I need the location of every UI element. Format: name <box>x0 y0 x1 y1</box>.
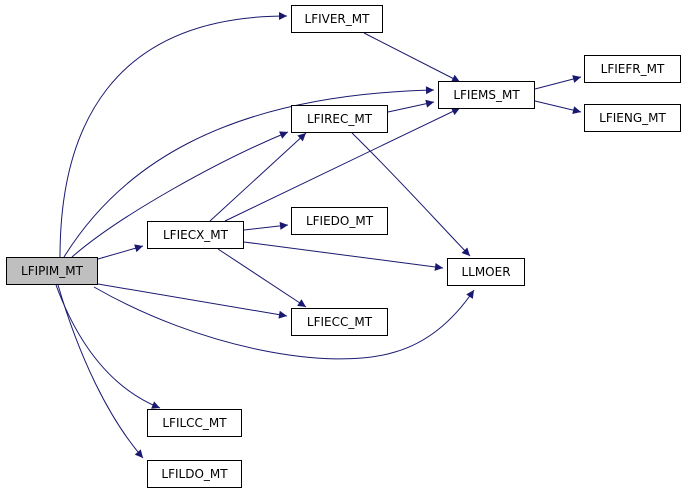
edge-lfiems-mt-to-lfiefr-mt <box>534 75 582 90</box>
node-lfirec-mt[interactable]: LFIREC_MT <box>291 105 388 133</box>
edge-lfipim-mt-to-lfirec-mt <box>71 131 289 258</box>
edge-lfiver-mt-to-lfiems-mt <box>363 32 461 83</box>
node-lfiecc-mt[interactable]: LFIECC_MT <box>291 308 388 336</box>
node-label: LFILDO_MT <box>161 467 228 481</box>
edge-lfipim-mt-to-lfiecx-mt <box>97 244 144 260</box>
edge-lfiecx-mt-to-lfiedo-mt <box>243 221 289 231</box>
edge-lfipim-mt-to-lfiems-mt <box>63 86 435 258</box>
node-label: LFIEFR_MT <box>600 62 665 76</box>
edge-lfiecx-mt-to-lfiems-mt <box>224 107 461 222</box>
node-label: LFIREC_MT <box>306 112 373 126</box>
edge-lfipim-mt-to-lfildo-mt <box>57 284 144 459</box>
node-label: LFIECX_MT <box>163 228 228 242</box>
node-label: LFIENG_MT <box>599 111 666 125</box>
edge-lfipim-mt-to-llmoer <box>93 286 475 360</box>
node-lfilcc-mt[interactable]: LFILCC_MT <box>147 409 242 437</box>
node-label: LFIEDO_MT <box>305 214 374 228</box>
node-lfieng-mt[interactable]: LFIENG_MT <box>584 104 681 132</box>
node-label: LFIVER_MT <box>304 12 370 26</box>
node-label: LFIPIM_MT <box>21 264 83 278</box>
edge-lfipim-mt-to-lfilcc-mt <box>55 284 161 409</box>
edge-lfirec-mt-to-llmoer <box>351 132 471 257</box>
node-label: LFIEMS_MT <box>453 88 520 102</box>
node-label: LFIECC_MT <box>306 315 373 329</box>
node-lfiecx-mt[interactable]: LFIECX_MT <box>147 221 244 249</box>
node-lfiver-mt[interactable]: LFIVER_MT <box>291 5 383 33</box>
edge-lfipim-mt-to-lfiecc-mt <box>97 283 288 319</box>
node-llmoer[interactable]: LLMOER <box>447 258 525 286</box>
edge-lfirec-mt-to-lfiems-mt <box>387 99 435 113</box>
node-lfipim-mt[interactable]: LFIPIM_MT <box>6 257 98 285</box>
edge-lfiecx-mt-to-llmoer <box>243 241 444 271</box>
edge-lfiecx-mt-to-lfiecc-mt <box>217 248 307 308</box>
edge-lfiems-mt-to-lfieng-mt <box>534 100 582 115</box>
node-lfiedo-mt[interactable]: LFIEDO_MT <box>291 207 388 235</box>
edge-lfiecx-mt-to-lfirec-mt <box>209 132 307 222</box>
node-label: LFILCC_MT <box>162 416 227 430</box>
edge-lfipim-mt-to-lfiver-mt <box>59 12 288 258</box>
node-lfiefr-mt[interactable]: LFIEFR_MT <box>584 55 681 83</box>
node-lfiems-mt[interactable]: LFIEMS_MT <box>438 81 535 109</box>
node-lfildo-mt[interactable]: LFILDO_MT <box>147 460 242 488</box>
node-label: LLMOER <box>461 265 511 279</box>
